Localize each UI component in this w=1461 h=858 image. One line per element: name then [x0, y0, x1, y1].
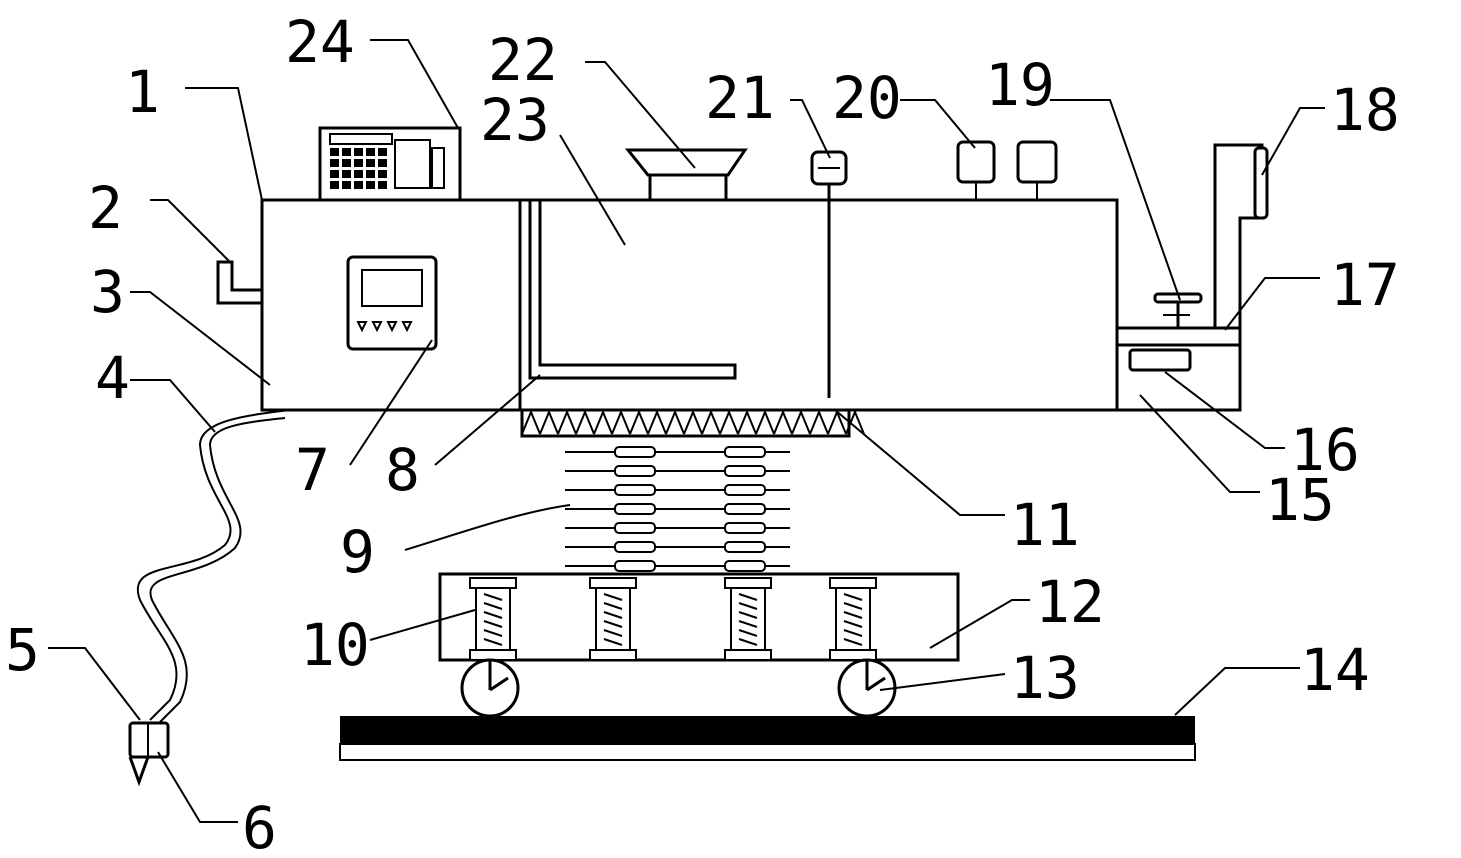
feed-hopper — [624, 148, 748, 202]
leader-lines — [48, 39, 1325, 823]
label-10: 10 — [300, 611, 370, 679]
label-9: 9 — [340, 518, 375, 586]
label-16: 16 — [1290, 416, 1360, 484]
side-unit — [1117, 143, 1269, 412]
nozzle — [128, 721, 170, 787]
label-3: 3 — [90, 258, 125, 326]
base-frame — [438, 572, 960, 662]
label-8: 8 — [385, 436, 420, 504]
outlet-pipe — [216, 260, 262, 305]
label-6: 6 — [242, 794, 277, 858]
inner-pipe — [528, 200, 737, 380]
ground-rail — [339, 716, 1196, 761]
label-1: 1 — [125, 58, 160, 126]
label-18: 18 — [1330, 76, 1400, 144]
wheels — [460, 658, 897, 718]
callout-labels: 1 2 3 4 5 6 7 8 9 10 11 12 13 14 15 16 1… — [5, 8, 1400, 858]
label-13: 13 — [1010, 644, 1080, 712]
label-23: 23 — [480, 86, 550, 154]
label-4: 4 — [95, 344, 130, 412]
probe-gauge — [810, 150, 848, 398]
label-21: 21 — [705, 64, 775, 132]
label-11: 11 — [1010, 491, 1080, 559]
label-14: 14 — [1300, 636, 1370, 704]
label-17: 17 — [1330, 251, 1400, 319]
spray-hose — [136, 409, 291, 723]
label-19: 19 — [985, 51, 1055, 119]
label-15: 15 — [1265, 466, 1335, 534]
control-panel — [346, 255, 438, 351]
support-columns — [469, 577, 877, 661]
cushion-pad — [520, 408, 865, 438]
label-20: 20 — [832, 64, 902, 132]
keypad-terminal — [318, 126, 462, 202]
label-24: 24 — [285, 8, 355, 76]
label-2: 2 — [88, 174, 123, 242]
label-22: 22 — [488, 26, 558, 94]
label-5: 5 — [5, 616, 40, 684]
label-7: 7 — [295, 436, 330, 504]
pump-units — [956, 140, 1058, 200]
label-12: 12 — [1035, 568, 1105, 636]
scissor-lift — [565, 446, 790, 572]
